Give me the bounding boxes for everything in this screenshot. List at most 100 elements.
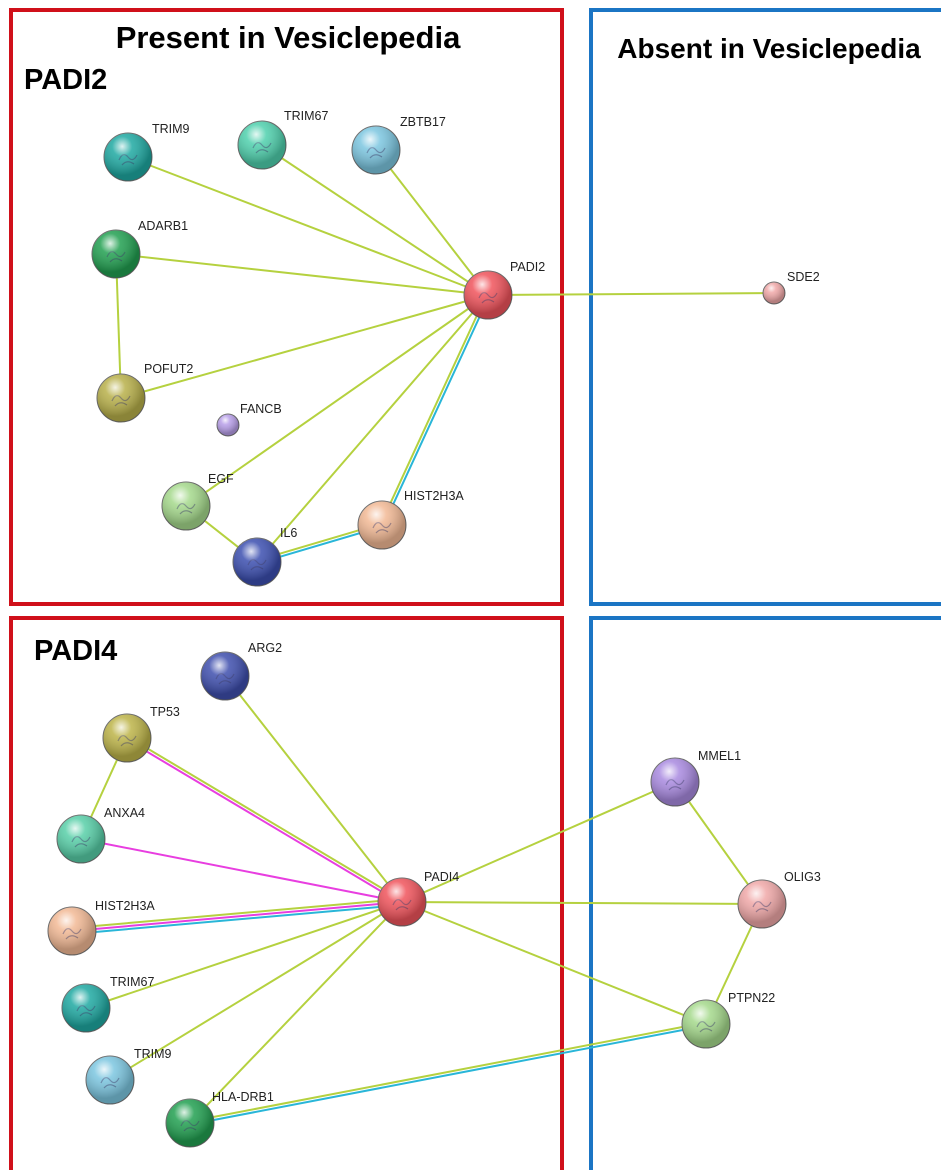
node-adarb1[interactable]: ADARB1 (91, 219, 188, 279)
node-label: PADI2 (510, 260, 545, 274)
node-hist2h3a[interactable]: HIST2H3A (47, 899, 155, 956)
node-sde2[interactable]: SDE2 (762, 270, 820, 305)
absent-frame-top (589, 8, 941, 606)
edge-line-coexpression (71, 901, 403, 932)
edge-line-textmining (401, 781, 676, 903)
edge-adarb1-padi2 (115, 253, 489, 296)
node-gloss (201, 652, 249, 700)
node-trim9[interactable]: TRIM9 (103, 122, 190, 182)
node-label: TRIM9 (152, 122, 190, 136)
node-gloss (352, 126, 400, 174)
node-label: HIST2H3A (404, 489, 464, 503)
edge-mmel1-olig3 (674, 781, 763, 905)
node-tp53[interactable]: TP53 (102, 705, 180, 763)
node-gloss (92, 230, 140, 278)
node-label: PADI4 (424, 870, 459, 884)
node-label: TRIM9 (134, 1047, 172, 1061)
node-gloss (378, 878, 426, 926)
edge-line-database (189, 1024, 708, 1126)
node-label: TP53 (150, 705, 180, 719)
node-anxa4[interactable]: ANXA4 (56, 806, 145, 864)
edge-trim67-padi2 (261, 144, 489, 296)
node-label: OLIG3 (784, 870, 821, 884)
edge-il6-padi2 (256, 294, 489, 563)
nodes-padi2: TRIM9 TRIM67 ZBTB17ADARB1PADI2SDE2POFUT2FA… (91, 109, 820, 587)
edge-line-textmining (379, 293, 488, 526)
node-gloss (464, 271, 512, 319)
node-gloss (651, 758, 699, 806)
node-gloss (103, 714, 151, 762)
node-mmel1[interactable]: MMEL1 (650, 749, 741, 807)
edge-egf-padi2 (185, 294, 489, 507)
node-gloss (86, 1056, 134, 1104)
edge-zbtb17-padi2 (375, 149, 489, 296)
node-ptpn22[interactable]: PTPN22 (681, 991, 775, 1049)
node-arg2[interactable]: ARG2 (200, 641, 282, 701)
edge-line-textmining (261, 144, 489, 296)
present-frame-top (9, 8, 564, 606)
node-label: POFUT2 (144, 362, 193, 376)
edge-hla-drb1-ptpn22 (188, 1021, 708, 1126)
node-il6[interactable]: IL6 (232, 526, 297, 587)
edge-trim9-padi4 (109, 901, 403, 1081)
node-label: SDE2 (787, 270, 820, 284)
edge-pofut2-padi2 (120, 294, 489, 399)
node-padi2[interactable]: PADI2 (463, 260, 545, 320)
present-header: Present in Vesiclepedia (116, 20, 461, 55)
edge-line-textmining (188, 1021, 707, 1123)
node-gloss (166, 1099, 214, 1147)
node-label: ADARB1 (138, 219, 188, 233)
node-gloss (358, 501, 406, 549)
edge-trim9-padi2 (127, 156, 489, 296)
node-trim67[interactable]: TRIM67 (237, 109, 329, 170)
edge-line-coexpression (80, 838, 403, 903)
edge-line-textmining (115, 253, 489, 296)
node-fancb[interactable]: FANCB (216, 402, 282, 437)
node-hist2h3a[interactable]: HIST2H3A (357, 489, 464, 550)
node-hla-drb1[interactable]: HLA-DRB1 (165, 1090, 274, 1148)
edge-line-coexpression (125, 738, 403, 905)
edge-line-textmining (126, 735, 404, 902)
edge-line-textmining (256, 294, 489, 563)
node-olig3[interactable]: OLIG3 (737, 870, 821, 929)
node-label: TRIM67 (110, 975, 155, 989)
node-gloss (97, 374, 145, 422)
node-trim9[interactable]: TRIM9 (85, 1047, 172, 1105)
node-label: PTPN22 (728, 991, 775, 1005)
edge-line-database (71, 903, 404, 935)
edge-arg2-padi4 (224, 675, 403, 903)
node-gloss (763, 282, 785, 304)
node-padi4[interactable]: PADI4 (377, 870, 459, 927)
edge-padi2-sde2 (487, 292, 775, 296)
node-gloss (104, 133, 152, 181)
panel-title-padi4: PADI4 (34, 635, 117, 667)
edge-hla-drb1-padi4 (189, 901, 403, 1124)
edge-line-textmining (185, 294, 489, 507)
edge-trim67-padi4 (85, 901, 403, 1009)
edge-line-textmining (189, 901, 403, 1124)
edge-line-database (382, 294, 491, 527)
node-label: IL6 (280, 526, 297, 540)
node-label: ZBTB17 (400, 115, 446, 129)
edge-line-textmining (120, 294, 489, 399)
node-label: TRIM67 (284, 109, 329, 123)
edge-line-textmining (224, 675, 403, 903)
node-pofut2[interactable]: POFUT2 (96, 362, 193, 423)
node-gloss (217, 414, 239, 436)
edge-line-textmining (674, 781, 763, 905)
node-label: EGF (208, 472, 234, 486)
node-label: HLA-DRB1 (212, 1090, 274, 1104)
node-egf[interactable]: EGF (161, 472, 234, 531)
node-zbtb17[interactable]: ZBTB17 (351, 115, 446, 175)
node-gloss (48, 907, 96, 955)
edge-line-textmining (401, 901, 763, 905)
node-label: FANCB (240, 402, 282, 416)
edge-tp53-padi4 (125, 735, 404, 905)
node-trim67[interactable]: TRIM67 (61, 975, 155, 1033)
edge-padi4-ptpn22 (401, 901, 707, 1025)
node-label: HIST2H3A (95, 899, 155, 913)
edge-anxa4-padi4 (80, 838, 403, 903)
edges-padi4 (70, 675, 763, 1126)
